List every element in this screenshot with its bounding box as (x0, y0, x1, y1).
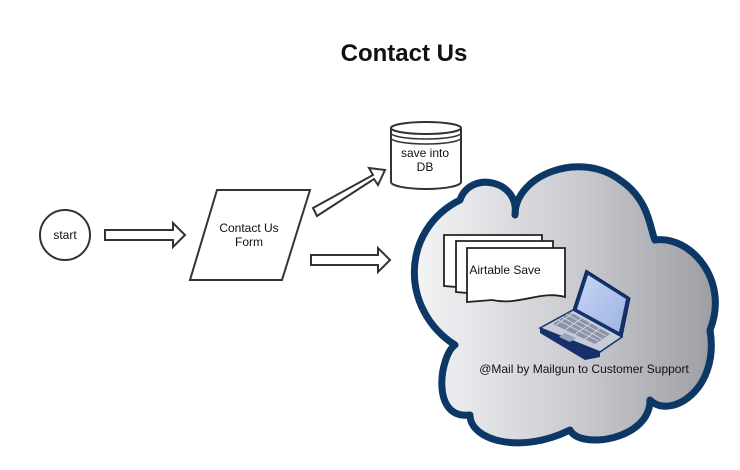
arrow-form-to-cloud (310, 245, 392, 275)
start-node: start (39, 209, 91, 261)
airtable-label: Airtable Save (469, 263, 541, 277)
arrow-form-to-db (311, 166, 387, 218)
form-label-line2: Form (235, 235, 263, 249)
database-node: save into DB (390, 121, 462, 190)
multi-document-icon (443, 234, 566, 303)
diagram-title: Contact Us (341, 40, 468, 67)
db-label-line2: DB (417, 160, 434, 174)
cloud-icon (410, 163, 719, 447)
database-cylinder-icon (390, 121, 462, 190)
mailgun-label: @Mail by Mailgun to Customer Support (479, 362, 689, 376)
start-label: start (53, 228, 77, 242)
db-label-line1: save into (401, 146, 449, 160)
arrow-start-to-form (104, 220, 187, 250)
form-label-line1: Contact Us (219, 221, 278, 235)
contact-form-node: Contact Us Form (188, 189, 312, 281)
laptop-icon (538, 269, 631, 360)
